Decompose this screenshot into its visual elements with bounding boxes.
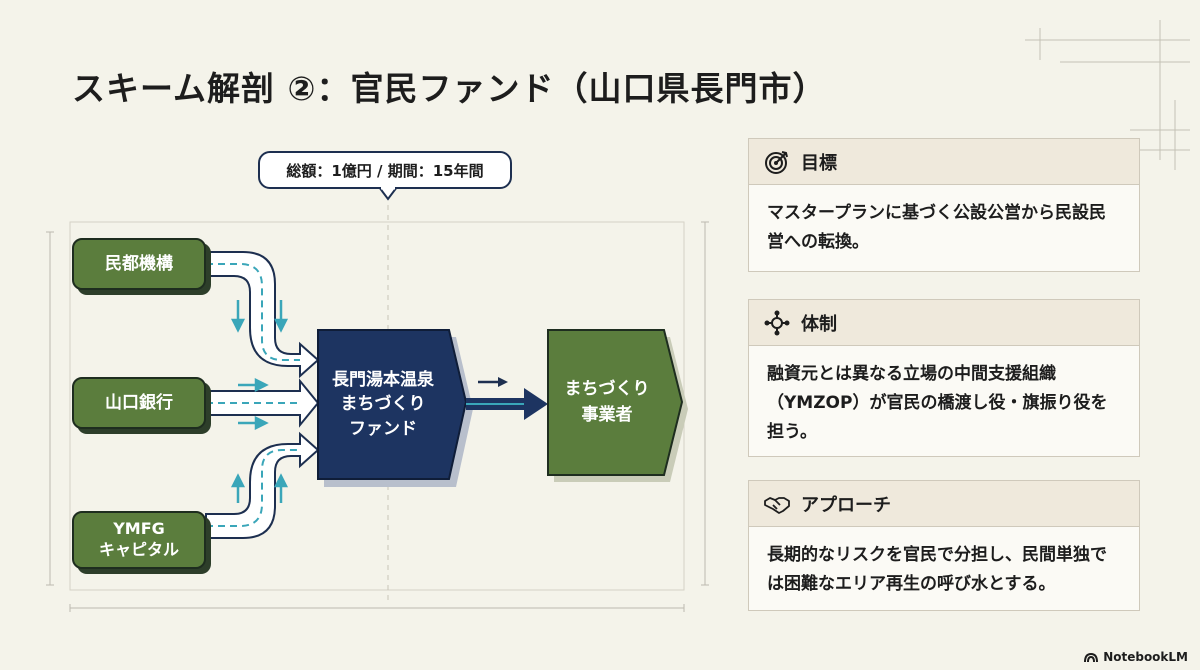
card-body: マスタープランに基づく公設公営から民設民営への転換。	[767, 203, 1106, 253]
source-label: YMFG キャピタル	[98, 519, 179, 559]
card-body: 長期的なリスクを官民で分担し、民間単独では困難なエリア再生の呼び水とする。	[767, 545, 1107, 595]
summary-callout-tail	[379, 187, 399, 201]
fund-node: 長門湯本温泉 まちづくり ファンド	[318, 330, 448, 479]
summary-text: 総額：1億円 / 期間：15年間	[286, 161, 484, 180]
source-label: 山口銀行	[105, 392, 173, 413]
arrow-middle-outline	[205, 378, 320, 428]
card-body: 融資元とは異なる立場の中間支援組織（YMZOP）が官民の橋渡し役・旗振り役を担う…	[767, 364, 1108, 443]
direction-arrows	[230, 300, 289, 503]
network-icon	[763, 309, 791, 337]
card-structure: 体制 融資元とは異なる立場の中間支援組織（YMZOP）が官民の橋渡し役・旗振り役…	[748, 299, 1140, 457]
card-header: アプローチ	[749, 481, 1139, 527]
card-approach: アプローチ 長期的なリスクを官民で分担し、民間単独では困難なエリア再生の呼び水と…	[748, 480, 1140, 611]
footer-brand: NotebookLM	[1084, 650, 1188, 664]
source-node-ymfg-capital: YMFG キャピタル	[72, 511, 206, 569]
source-node-yamaguchi-bank: 山口銀行	[72, 377, 206, 429]
corner-sketch-decoration	[1025, 20, 1190, 170]
page-title: スキーム解剖 ②：官民ファンド（山口県長門市）	[72, 69, 827, 108]
card-title: 体制	[801, 313, 837, 335]
card-title: アプローチ	[801, 494, 891, 516]
footer-brand-label: NotebookLM	[1103, 650, 1188, 664]
target-label: まちづくり 事業者	[564, 379, 650, 425]
fund-shape	[317, 329, 468, 480]
target-icon	[763, 148, 791, 176]
target-shape	[547, 329, 684, 476]
handshake-icon	[763, 490, 791, 518]
source-label: 民都機構	[105, 253, 173, 274]
card-header: 体制	[749, 300, 1139, 346]
summary-callout: 総額：1億円 / 期間：15年間	[258, 151, 512, 189]
arrow-top-flow	[206, 263, 300, 361]
card-header: 目標	[749, 139, 1139, 185]
notebooklm-logo-icon	[1084, 652, 1099, 663]
source-node-minto-kikou: 民都機構	[72, 238, 206, 290]
card-title: 目標	[801, 152, 837, 174]
card-goal: 目標 マスタープランに基づく公設公営から民設民営への転換。	[748, 138, 1140, 272]
fund-label: 長門湯本温泉 まちづくり ファンド	[332, 369, 434, 439]
arrow-bottom-flow	[206, 449, 300, 527]
target-node: まちづくり 事業者	[548, 330, 666, 475]
